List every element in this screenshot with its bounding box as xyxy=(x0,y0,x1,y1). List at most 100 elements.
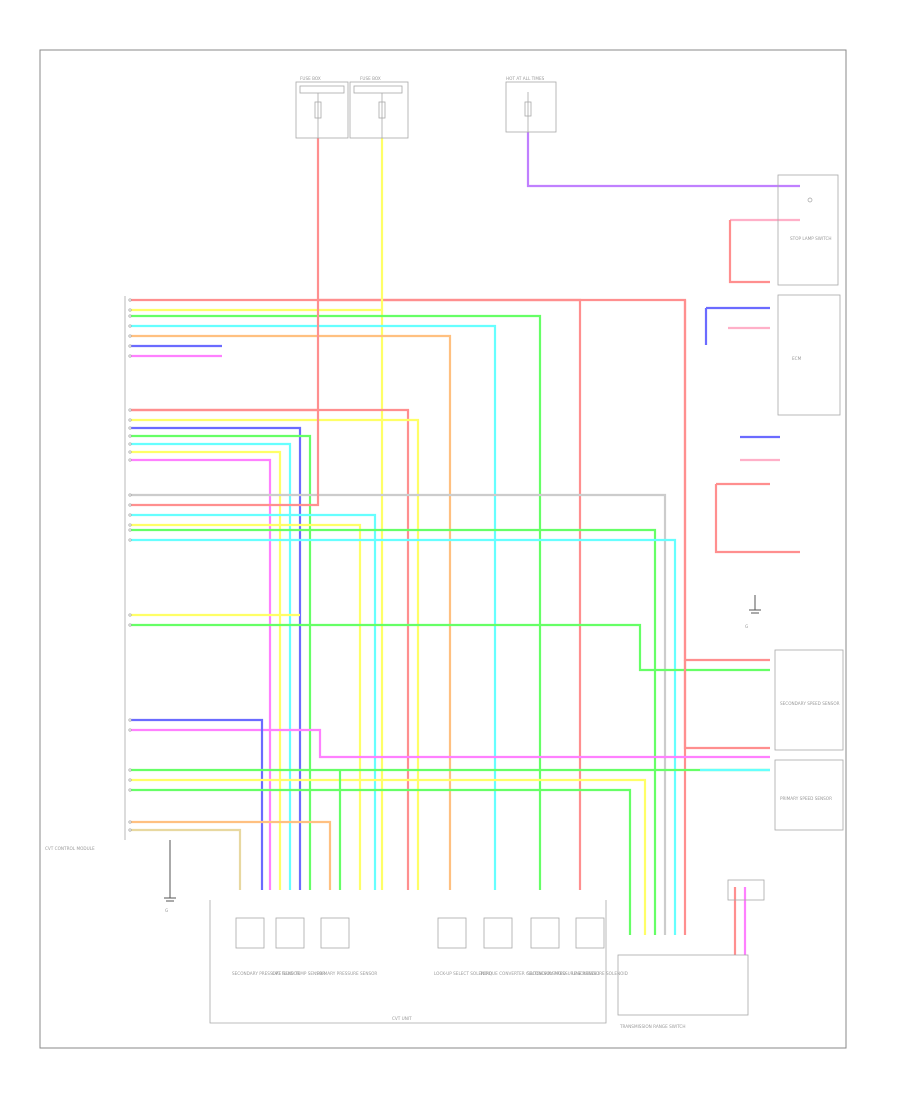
tcm-pin xyxy=(128,354,132,358)
tcm-pin xyxy=(128,450,132,454)
wire-magenta xyxy=(130,728,770,759)
cvt-fluid-temp-sensor-label: CVT FLUID TEMP SENSOR xyxy=(272,971,325,976)
wire-yellow xyxy=(130,778,647,935)
secondary-pressure-solenoid-label: SECONDARY PRESSURE SOLENOID xyxy=(527,971,599,976)
tcm-pin xyxy=(128,538,132,542)
tcm-pin xyxy=(128,344,132,348)
tcm-pin xyxy=(128,334,132,338)
tcm-pin xyxy=(128,408,132,412)
secondary-pressure-sensor-label: SECONDARY PRESSURE SENSOR xyxy=(232,971,300,976)
fuse-box-2-label: FUSE BOX xyxy=(360,76,381,81)
tcm-pin xyxy=(128,442,132,446)
tcm-pin xyxy=(128,718,132,722)
wires xyxy=(128,132,800,955)
line-pressure-solenoid-label: LINE PRESSURE SOLENOID xyxy=(572,971,628,976)
torque-converter-clutch-solenoid-label: TORQUE CONVERTER CLUTCH SOLENOID xyxy=(479,971,566,976)
wire-blue xyxy=(130,426,302,890)
secondary-pressure-solenoid: SECONDARY PRESSURE SOLENOID xyxy=(527,917,599,976)
stop-lamp-switch-label: STOP LAMP SWITCH xyxy=(790,236,832,241)
fuse-box-2: FUSE BOX xyxy=(349,76,409,139)
ground-2: G xyxy=(745,595,761,629)
primary-speed-sensor-label: PRIMARY SPEED SENSOR xyxy=(780,796,832,801)
wire-yellow xyxy=(130,450,282,890)
wire-red xyxy=(714,484,800,554)
primary-pressure-sensor-label: PRIMARY PRESSURE SENSOR xyxy=(317,971,377,976)
tcm-pin xyxy=(128,434,132,438)
tcm-pin xyxy=(128,493,132,497)
transmission-range-switch: TRANSMISSION RANGE SWITCH xyxy=(617,879,765,1029)
wire-green xyxy=(130,788,632,935)
tcm-pin xyxy=(128,778,132,782)
ground-1: G xyxy=(164,840,176,913)
tcm-pin xyxy=(128,613,132,617)
wire-red xyxy=(728,220,770,284)
secondary-speed-sensor-label: SECONDARY SPEED SENSOR xyxy=(780,701,840,706)
ecm: ECM xyxy=(777,294,841,416)
tcm-pin xyxy=(128,324,132,328)
lock-up-select-solenoid: LOCK-UP SELECT SOLENOID xyxy=(434,917,492,976)
torque-converter-clutch-solenoid: TORQUE CONVERTER CLUTCH SOLENOID xyxy=(479,917,566,976)
tcm-pin xyxy=(128,523,132,527)
tcm-pin xyxy=(128,528,132,532)
outer-frame xyxy=(39,49,847,1049)
tcm-pin xyxy=(128,768,132,772)
wire-red xyxy=(130,408,410,890)
wire-orange xyxy=(130,820,332,890)
tcm-pin xyxy=(128,503,132,507)
wire-orange xyxy=(130,334,452,890)
cvt-fluid-temp-sensor: CVT FLUID TEMP SENSOR xyxy=(272,917,325,976)
wire-yellow xyxy=(130,138,384,312)
cvt-unit-label: CVT UNIT xyxy=(392,1016,412,1021)
tcm-pin xyxy=(128,623,132,627)
wire-red xyxy=(130,410,320,507)
wire-tan xyxy=(130,828,242,890)
wire-green xyxy=(130,528,657,935)
transmission-range-switch-label: TRANSMISSION RANGE SWITCH xyxy=(619,1024,686,1029)
wire-gray xyxy=(130,493,667,935)
tcm-pin xyxy=(128,513,132,517)
wire-red xyxy=(683,300,770,662)
fuse-box-3: HOT AT ALL TIMES xyxy=(505,76,557,133)
wire-cyan xyxy=(130,513,377,890)
wire-red xyxy=(130,138,320,302)
lock-up-select-solenoid-label: LOCK-UP SELECT SOLENOID xyxy=(434,971,492,976)
ecm-label: ECM xyxy=(792,356,802,361)
tcm-pin xyxy=(128,828,132,832)
stop-lamp-switch: STOP LAMP SWITCH xyxy=(777,174,839,286)
tcm-pin xyxy=(128,788,132,792)
wire-cyan xyxy=(130,538,677,935)
tcm-pin xyxy=(128,426,132,430)
fuse-box-1: FUSE BOX xyxy=(295,76,349,139)
primary-pressure-sensor: PRIMARY PRESSURE SENSOR xyxy=(317,917,377,976)
tcm-label: CVT CONTROL MODULE xyxy=(45,846,95,851)
wire-violet xyxy=(526,132,800,188)
wire-green xyxy=(130,623,770,672)
primary-speed-sensor: PRIMARY SPEED SENSOR xyxy=(774,759,844,831)
wire-cyan xyxy=(130,442,292,890)
wire-red xyxy=(683,660,770,750)
secondary-pressure-sensor: SECONDARY PRESSURE SENSOR xyxy=(232,917,300,976)
wire-yellow xyxy=(130,418,420,890)
ground-2-label: G xyxy=(745,624,748,629)
wire-cyan xyxy=(130,324,497,890)
wire-yellow xyxy=(130,523,362,890)
secondary-speed-sensor: SECONDARY SPEED SENSOR xyxy=(774,649,844,751)
tcm-connector: CVT CONTROL MODULE xyxy=(45,296,126,851)
ground-1-label: G xyxy=(165,908,168,913)
tcm-pin xyxy=(128,458,132,462)
fuse-box-3-label: HOT AT ALL TIMES xyxy=(506,76,545,81)
tcm-pin xyxy=(128,820,132,824)
wire-green xyxy=(130,314,542,890)
wire-green xyxy=(130,434,312,890)
cvt-unit: CVT UNIT xyxy=(209,900,607,1024)
tcm-pin xyxy=(128,298,132,302)
line-pressure-solenoid: LINE PRESSURE SOLENOID xyxy=(572,917,628,976)
fuse-box-1-label: FUSE BOX xyxy=(300,76,321,81)
tcm-pin xyxy=(128,308,132,312)
tcm-pin xyxy=(128,728,132,732)
wire-blue xyxy=(130,718,264,890)
tcm-pin xyxy=(128,418,132,422)
